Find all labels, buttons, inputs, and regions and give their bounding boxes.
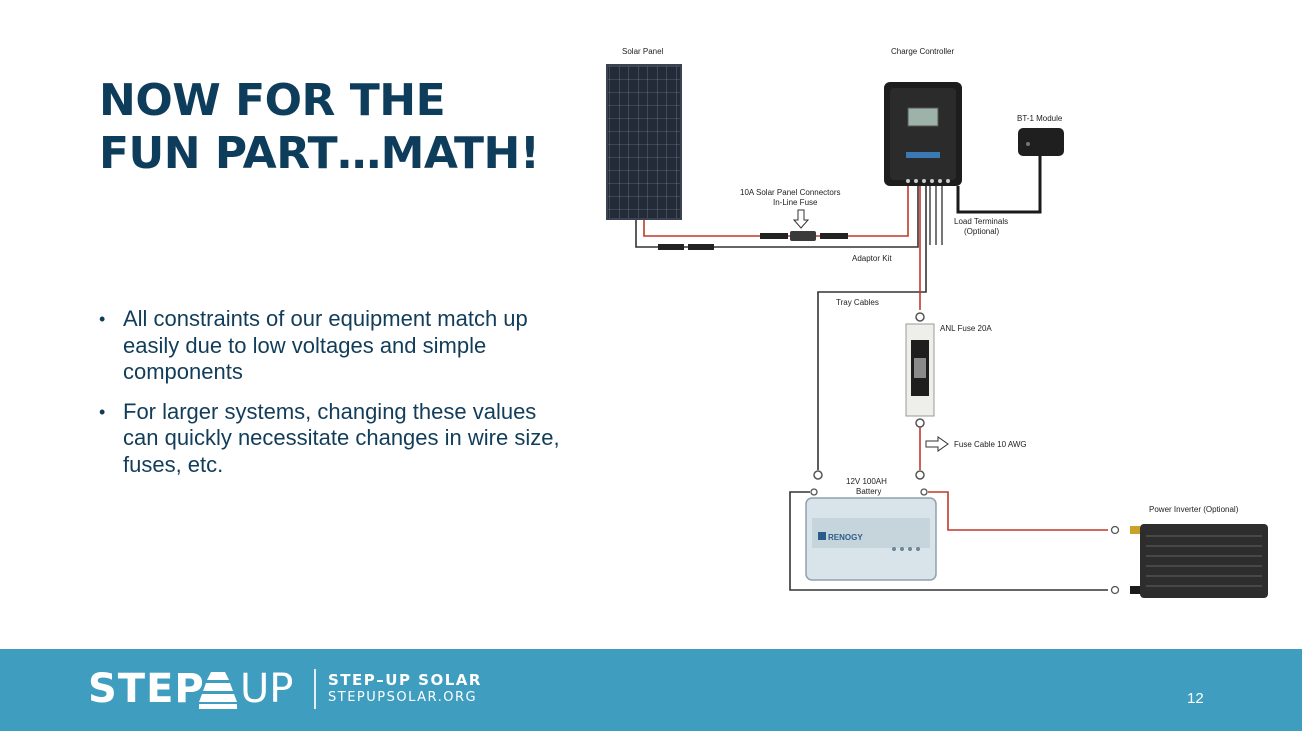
tray-cables-label: Tray Cables — [836, 298, 879, 307]
inverter-negative-wire — [789, 491, 1108, 591]
ring-terminal — [920, 488, 928, 496]
logo-divider — [314, 669, 316, 709]
ring-terminal — [915, 418, 925, 428]
load-wires — [929, 186, 943, 245]
battery-brand-label: RENOGY — [828, 533, 863, 542]
connectors-label: 10A Solar Panel Connectors — [740, 188, 841, 197]
ring-terminal — [915, 312, 925, 322]
battery-label-2: Battery — [856, 487, 881, 496]
inverter-positive-wire — [928, 491, 1108, 531]
logo-wordmark-right: UP — [240, 666, 294, 712]
solar-panel-label: Solar Panel — [622, 47, 664, 56]
mc4-connector — [760, 233, 788, 239]
ring-terminal — [813, 470, 823, 480]
ring-terminal — [810, 488, 818, 496]
power-inverter-label: Power Inverter (Optional) — [1149, 505, 1239, 514]
page-number: 12 — [1187, 690, 1204, 707]
fuse-cable-label: Fuse Cable 10 AWG — [954, 440, 1027, 449]
battery — [805, 497, 937, 581]
power-inverter — [1130, 524, 1268, 598]
org-url[interactable]: STEPUPSOLAR.ORG — [328, 690, 478, 705]
mc4-connector — [658, 244, 684, 250]
footer-bar: STEP UP STEP–UP SOLAR STEPUPSOLAR.ORG 12 — [0, 649, 1302, 731]
charge-controller-label: Charge Controller — [891, 47, 954, 56]
bt-module-label: BT-1 Module — [1017, 114, 1063, 123]
load-terminals-label: Load Terminals — [954, 217, 1008, 226]
org-name: STEP–UP SOLAR — [328, 671, 482, 689]
solar-wiring-diagram: Solar Panel Charge Controller BT-1 Modul… — [606, 47, 1268, 598]
adaptor-kit-label: Adaptor Kit — [852, 254, 892, 263]
down-arrow-icon — [792, 209, 810, 229]
load-terminals-label-2: (Optional) — [964, 227, 999, 236]
charge-controller — [884, 82, 962, 186]
logo-wordmark-left: STEP — [88, 666, 205, 712]
solar-panel — [606, 64, 682, 220]
panel-negative-wire — [635, 186, 919, 248]
bt-module — [1018, 128, 1064, 156]
bullet-item: For larger systems, changing these value… — [99, 399, 569, 479]
bt-cable — [956, 156, 1042, 214]
bullet-list: All constraints of our equipment match u… — [99, 306, 569, 491]
battery-label: 12V 100AH — [846, 477, 887, 486]
anl-fuse — [905, 323, 935, 417]
slide-title-line: NOW FOR THE — [99, 75, 446, 126]
inline-fuse — [790, 231, 816, 241]
stairs-logo-icon — [199, 672, 237, 709]
slide-title-line: FUN PART…MATH! — [99, 128, 540, 179]
tray-negative-cable — [817, 186, 927, 470]
anl-fuse-label: ANL Fuse 20A — [940, 324, 992, 333]
right-arrow-icon — [925, 436, 949, 452]
connectors-label-2: In-Line Fuse — [773, 198, 818, 207]
ring-terminal — [1110, 585, 1120, 595]
ring-terminal — [1110, 525, 1120, 535]
slide-title: NOW FOR THE FUN PART…MATH! — [99, 74, 540, 180]
bullet-item: All constraints of our equipment match u… — [99, 306, 569, 386]
mc4-connector — [820, 233, 848, 239]
ring-terminal — [915, 470, 925, 480]
mc4-connector — [688, 244, 714, 250]
